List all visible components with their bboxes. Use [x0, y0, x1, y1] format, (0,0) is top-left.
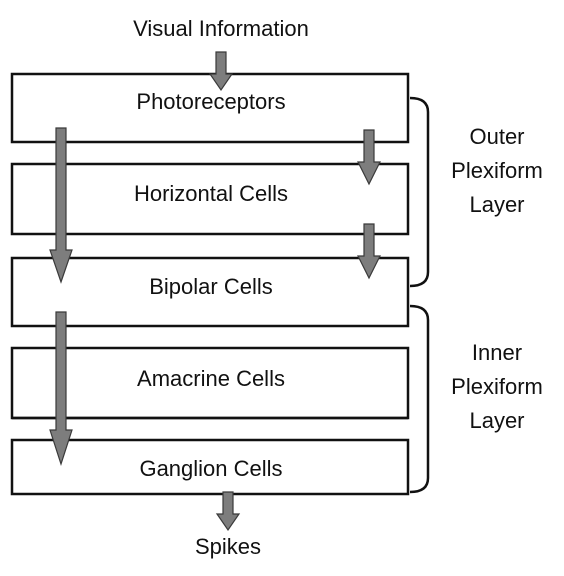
outer-plexiform-label-line1: Outer [469, 124, 524, 149]
inner-plexiform-label-line3: Layer [469, 408, 524, 433]
photoreceptors-box [10, 72, 410, 144]
photoreceptor-to-horizontal-arrow [357, 129, 381, 186]
inner-plexiform-brace [409, 304, 430, 494]
horizontal-cells-label: Horizontal Cells [134, 181, 288, 206]
amacrine-cells-box [10, 346, 410, 420]
outer-plexiform-label-line3: Layer [469, 192, 524, 217]
photoreceptor-to-bipolar-arrow [49, 127, 73, 284]
bipolar-cells-box [10, 256, 410, 328]
visual-information-label: Visual Information [133, 16, 309, 41]
horizontal-cells-box [10, 162, 410, 236]
horizontal-to-bipolar-arrow [357, 223, 381, 280]
amacrine-cells-label: Amacrine Cells [137, 366, 285, 391]
inner-plexiform-label-line2: Plexiform [451, 374, 543, 399]
ganglion-cells-box [10, 438, 410, 496]
photoreceptors-label: Photoreceptors [136, 89, 285, 114]
outer-plexiform-brace [409, 96, 430, 288]
spikes-label: Spikes [195, 534, 261, 559]
input-arrow [208, 51, 234, 92]
outer-plexiform-label-line2: Plexiform [451, 158, 543, 183]
output-arrow [215, 491, 241, 532]
inner-plexiform-label-line1: Inner [472, 340, 522, 365]
bipolar-cells-label: Bipolar Cells [149, 274, 273, 299]
bipolar-to-ganglion-arrow [49, 311, 73, 466]
ganglion-cells-label: Ganglion Cells [139, 456, 282, 481]
